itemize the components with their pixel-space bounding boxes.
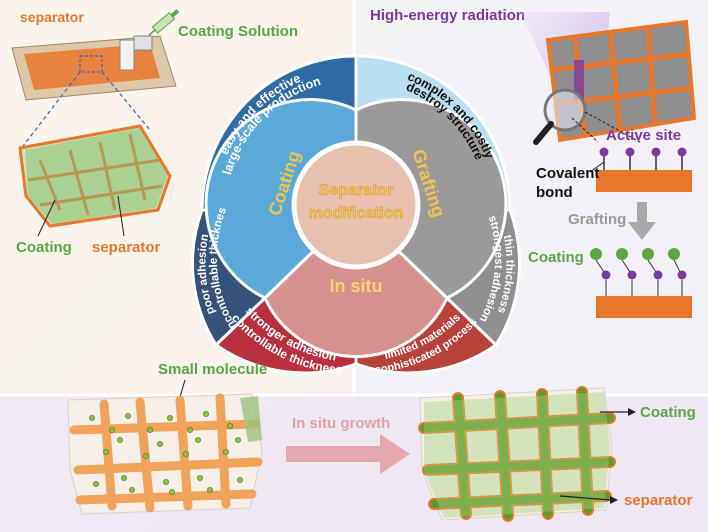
grafted-chains xyxy=(590,248,687,296)
arrowhead-coating-bottom xyxy=(628,408,636,416)
zoom-line-right xyxy=(101,71,151,131)
membrane-coating-dots xyxy=(25,128,168,224)
label-covalent: Covalent xyxy=(536,165,599,182)
inner-segment-insitu xyxy=(263,207,449,359)
grafting-illustration: High-energy radiation Active site Covale… xyxy=(370,7,697,318)
active-region xyxy=(574,60,584,100)
pointer-covalent-bond xyxy=(589,161,605,173)
syringe-icon xyxy=(148,9,180,36)
coated-fill xyxy=(424,392,610,518)
inner-label-insitu: In situ xyxy=(330,276,383,296)
label-bond: bond xyxy=(536,184,573,201)
zoom-line-graft-2 xyxy=(584,111,641,143)
insitu-illustration: Small molecule In situ growth Coating se… xyxy=(67,361,696,522)
label-small-molecule: Small molecule xyxy=(158,361,267,378)
inner-segment-grafting xyxy=(354,98,508,300)
zoom-line-left xyxy=(19,71,81,151)
pointer-coating xyxy=(37,199,56,237)
label-active-site: Active site xyxy=(606,127,681,144)
label-grafting: Grafting xyxy=(568,211,626,228)
coating-illustration: separator Coating Solution Coating separ… xyxy=(11,9,298,256)
active-site-lollipops xyxy=(599,147,687,170)
magnifier-icon xyxy=(533,88,587,145)
applicator-icon xyxy=(119,35,153,71)
modification-wheel: Separator modification Coating Grafting … xyxy=(0,0,521,377)
coated-network-green xyxy=(420,388,614,520)
zoom-line-graft-1 xyxy=(571,117,599,143)
small-molecule-dots xyxy=(89,411,243,495)
substrate-bottom xyxy=(596,296,692,318)
growth-edge xyxy=(240,396,262,442)
center-circle xyxy=(291,140,421,270)
in-situ-growth-arrow xyxy=(286,434,410,474)
pointer-separator xyxy=(117,195,125,237)
label-in-situ-growth: In situ growth xyxy=(292,415,390,432)
label-coating-left: Coating xyxy=(16,239,72,256)
inner-segment-coating xyxy=(204,98,358,300)
dashed-zoom-box xyxy=(79,55,103,73)
substrate-top xyxy=(596,170,692,192)
label-separator-left: separator xyxy=(92,239,161,256)
label-separator-top: separator xyxy=(20,9,84,25)
label-separator-bottom: separator xyxy=(624,492,693,509)
label-coating-solution: Coating Solution xyxy=(178,23,298,40)
grafting-arrow xyxy=(628,202,656,240)
pointer-separator-bottom xyxy=(559,495,611,501)
center-label-line1: Separator xyxy=(319,182,394,199)
arrowhead-separator-bottom xyxy=(610,496,618,504)
label-high-energy-radiation: High-energy radiation xyxy=(370,7,525,24)
center-label-line2: modification xyxy=(308,205,403,222)
membrane-network xyxy=(27,133,163,216)
label-coating-bottom: Coating xyxy=(640,404,696,421)
label-coating-right: Coating xyxy=(528,249,584,266)
